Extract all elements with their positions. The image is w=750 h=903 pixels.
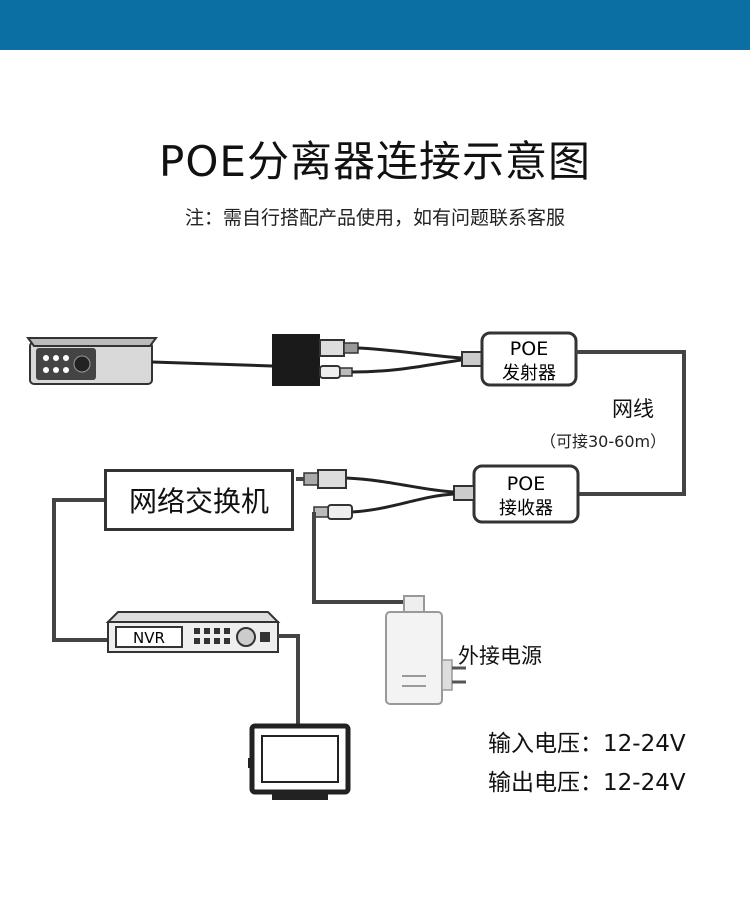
splitter-connectors-icon bbox=[303, 469, 455, 520]
switch-nvr-cable bbox=[52, 498, 112, 642]
poe-splitter-box: POE 接收器 bbox=[453, 464, 580, 524]
monitor-icon bbox=[248, 723, 351, 800]
header-bar bbox=[0, 0, 750, 50]
page-note: 注：需自行搭配产品使用，如有问题联系客服 bbox=[184, 207, 565, 229]
nvr-label: NVR bbox=[133, 629, 165, 647]
network-switch-box: 网络交换机 bbox=[104, 469, 294, 531]
camera-connector-icon bbox=[272, 334, 463, 386]
camera-icon bbox=[26, 337, 273, 385]
power-adapter-icon bbox=[385, 595, 466, 705]
nvr-monitor-cable bbox=[278, 634, 300, 728]
power-cable bbox=[312, 512, 414, 604]
output-voltage-spec: 输出电压：12-24V bbox=[488, 770, 686, 796]
input-voltage-spec: 输入电压：12-24V bbox=[488, 731, 686, 757]
network-cable bbox=[576, 350, 686, 496]
connection-diagram: POE 发射器 POE 接收器 NVR bbox=[26, 331, 686, 800]
poe-injector-box: POE 发射器 bbox=[461, 331, 578, 387]
cable-label: 网线 bbox=[612, 397, 654, 421]
power-label: 外接电源 bbox=[458, 644, 542, 668]
injector-line1: POE bbox=[510, 338, 548, 360]
splitter-line2: 接收器 bbox=[499, 498, 553, 519]
nvr-icon: NVR bbox=[105, 611, 281, 653]
page-title: POE分离器连接示意图 bbox=[159, 137, 591, 186]
splitter-line1: POE bbox=[507, 473, 545, 495]
injector-line2: 发射器 bbox=[502, 363, 556, 384]
cable-length-note: （可接30-60m） bbox=[540, 432, 667, 451]
